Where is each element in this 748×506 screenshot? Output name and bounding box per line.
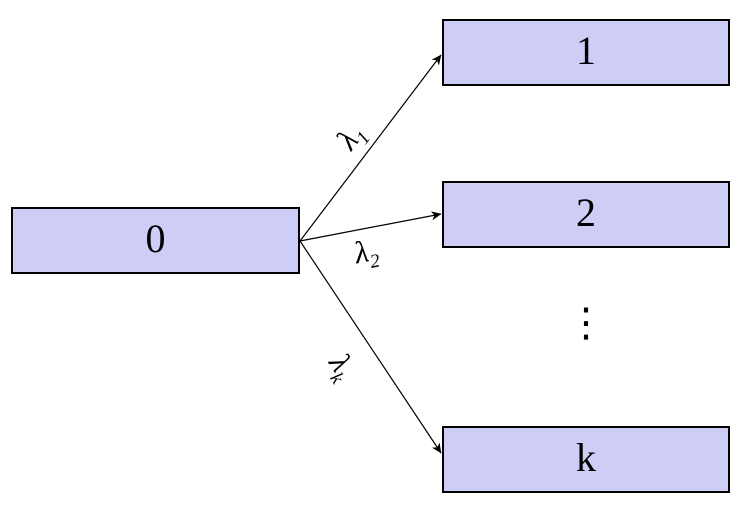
state-node-2: 2	[442, 181, 730, 248]
lambda-subscript-2: 2	[368, 250, 382, 273]
arrow-0-to-k	[299, 240, 442, 454]
vertical-ellipsis-icon: ⋮	[566, 300, 606, 346]
edge-label-lambda-k: λk	[322, 347, 362, 388]
arrow-0-to-1	[299, 54, 442, 242]
state-node-1-label: 1	[576, 27, 596, 73]
state-node-1: 1	[442, 19, 730, 86]
state-node-0-label: 0	[145, 215, 166, 261]
state-node-k: k	[442, 426, 730, 493]
state-node-2-label: 2	[576, 189, 596, 235]
state-node-0: 0	[11, 207, 300, 274]
edge-label-lambda-1: λ1	[329, 117, 375, 156]
edge-label-lambda-2: λ2	[351, 233, 382, 273]
state-node-k-label: k	[576, 434, 596, 480]
